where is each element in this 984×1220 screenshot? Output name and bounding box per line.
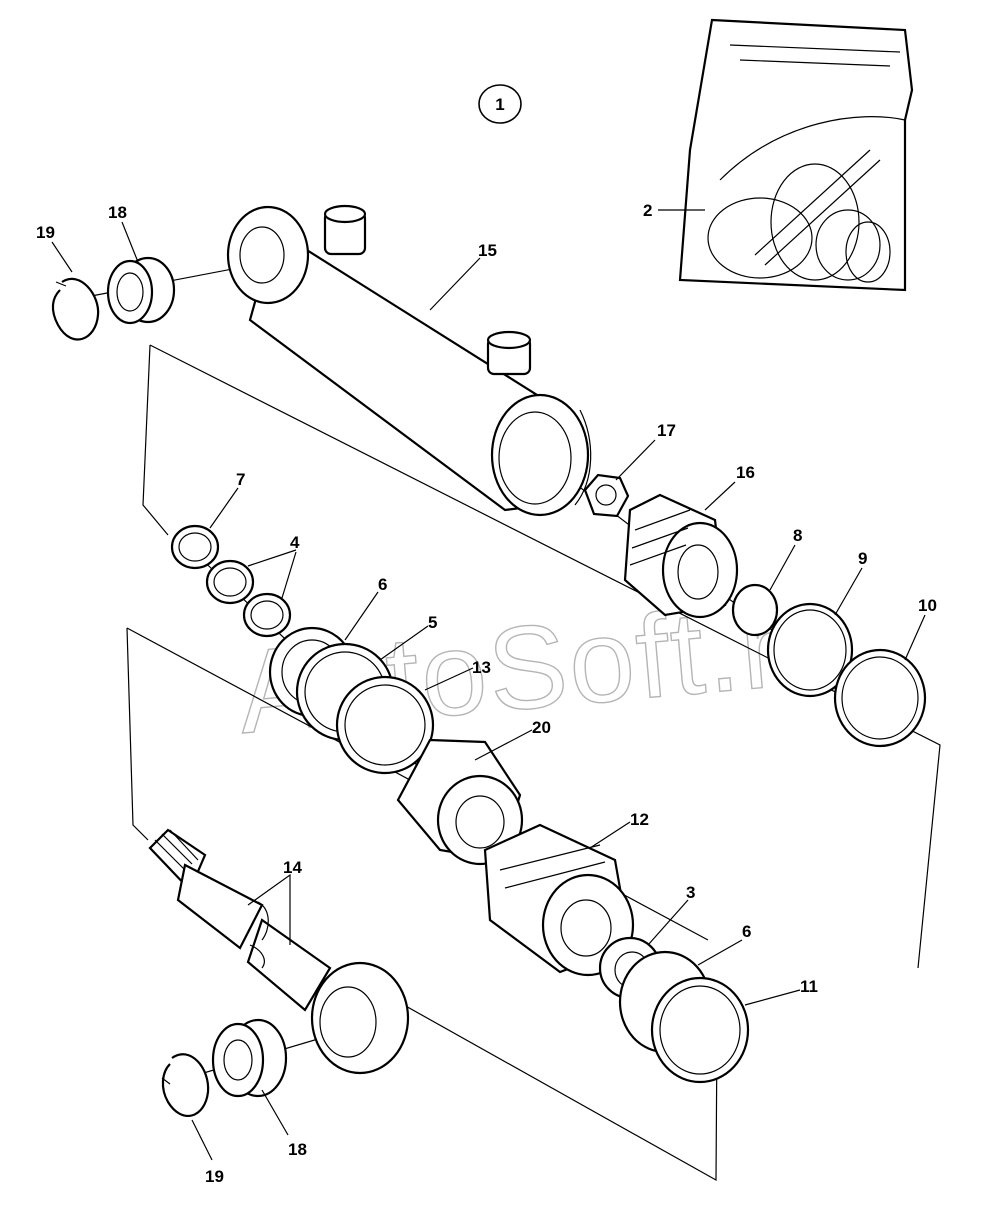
leader-15	[429, 257, 481, 311]
ring-4-b	[242, 592, 292, 638]
leader-11	[744, 989, 801, 1006]
leader-9	[834, 567, 863, 616]
leader-18-upper	[121, 221, 139, 263]
label-12: 12	[630, 810, 649, 829]
ring-9	[766, 602, 854, 698]
piston-rod-14	[148, 828, 410, 1075]
leader-20	[474, 729, 533, 761]
snap-ring-19-upper	[51, 277, 100, 341]
leader-16	[704, 481, 736, 511]
label-15: 15	[478, 241, 497, 260]
label-6-lower: 6	[742, 922, 751, 941]
leader-19-upper	[51, 241, 73, 273]
label-9: 9	[858, 549, 867, 568]
callout-number: 1	[495, 95, 504, 114]
leader-14	[247, 873, 291, 945]
label-20: 20	[532, 718, 551, 737]
label-6-upper: 6	[378, 575, 387, 594]
ring-7	[170, 524, 220, 570]
callout-circle: 1	[478, 84, 522, 124]
bearing-18-lower	[211, 1018, 288, 1098]
label-14: 14	[283, 858, 302, 877]
label-18-upper: 18	[108, 203, 127, 222]
label-4: 4	[290, 533, 300, 552]
label-8: 8	[793, 526, 802, 545]
leader-6-lower	[697, 939, 743, 966]
ring-4-a	[205, 559, 255, 605]
nut-17	[583, 473, 630, 518]
o-ring-8	[731, 583, 779, 637]
label-2: 2	[643, 201, 652, 220]
leader-8	[769, 544, 796, 591]
label-13: 13	[472, 658, 491, 677]
ring-10	[833, 648, 927, 748]
leader-12	[589, 821, 631, 849]
label-16: 16	[736, 463, 755, 482]
leader-7	[209, 487, 239, 529]
bearing-18-upper	[106, 256, 176, 325]
leader-3	[647, 899, 689, 946]
snap-ring-19-lower	[161, 1053, 210, 1117]
leader-19-lower	[191, 1119, 213, 1161]
label-7: 7	[236, 470, 245, 489]
label-10: 10	[918, 596, 937, 615]
leader-18-lower	[261, 1089, 289, 1136]
label-18-lower: 18	[288, 1140, 307, 1159]
leader-5	[379, 625, 429, 661]
leader-13	[424, 667, 474, 691]
leader-4	[247, 549, 297, 599]
label-19-lower: 19	[205, 1167, 224, 1186]
seal-kit-bag	[678, 18, 914, 292]
label-11: 11	[800, 977, 818, 996]
ring-13	[335, 675, 435, 775]
leader-10	[904, 614, 926, 661]
leader-6-upper	[344, 591, 379, 641]
label-19-upper: 19	[36, 223, 55, 242]
upper-assembly-boundary	[142, 344, 941, 969]
piston-16	[623, 493, 739, 619]
leader-17	[615, 439, 656, 481]
label-17: 17	[657, 421, 676, 440]
label-3: 3	[686, 883, 695, 902]
label-5: 5	[428, 613, 437, 632]
cylinder-body	[226, 204, 592, 517]
ring-11	[650, 976, 750, 1084]
